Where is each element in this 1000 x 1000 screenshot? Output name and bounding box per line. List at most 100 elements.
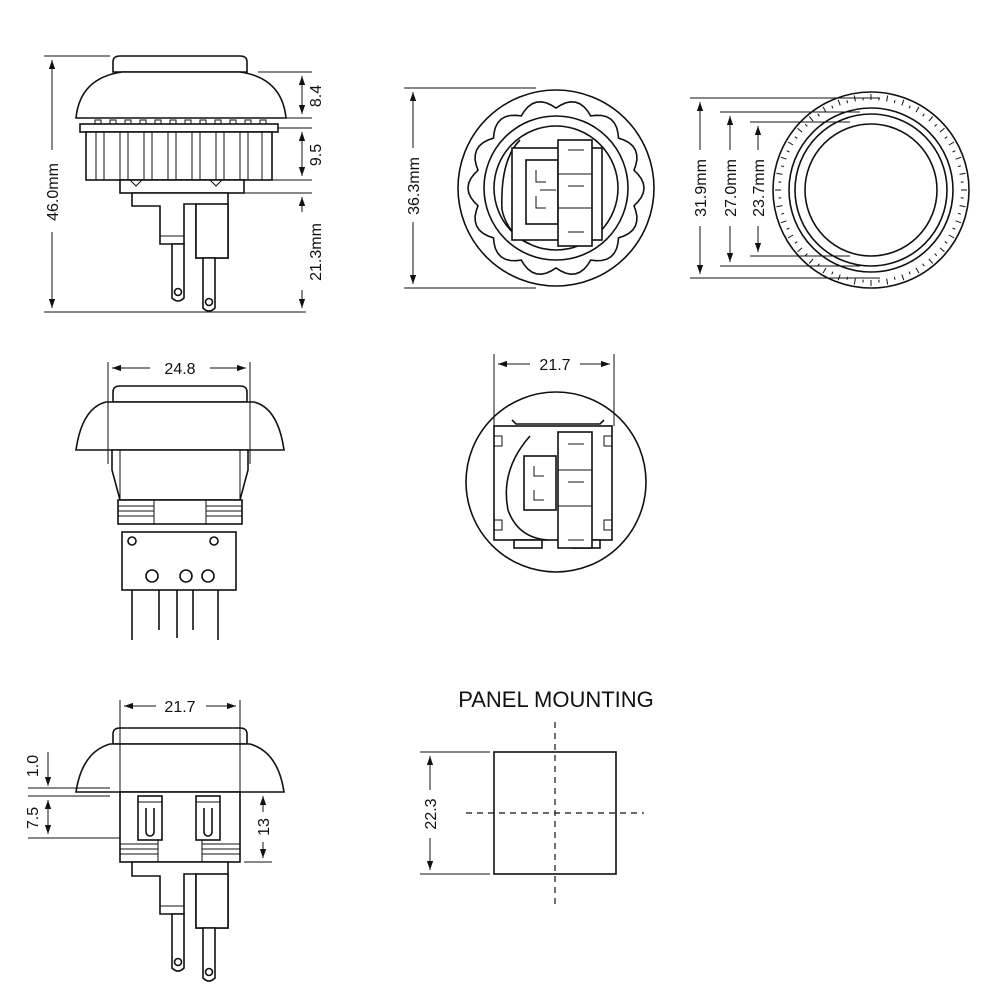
ring-tick bbox=[781, 165, 785, 168]
dim-side2-width: 21.7 bbox=[164, 699, 195, 716]
nut-ribs bbox=[95, 132, 263, 180]
housing bbox=[111, 449, 249, 501]
ring-tick bbox=[915, 106, 920, 113]
ring-tick bbox=[808, 116, 814, 122]
ring-tick bbox=[955, 220, 962, 224]
dim-ring-outer: 31.9mm bbox=[693, 159, 710, 217]
ring-tick bbox=[781, 212, 785, 215]
ring-tick bbox=[794, 241, 798, 244]
dim-offset-b: 7.5 bbox=[25, 807, 42, 829]
ring-tick bbox=[957, 165, 961, 168]
ring-tick bbox=[886, 278, 889, 285]
dim-top-height: 8.4 bbox=[308, 85, 325, 107]
ring-tick bbox=[922, 263, 925, 267]
button-cap bbox=[112, 385, 248, 403]
ring-tick bbox=[804, 253, 808, 257]
panel-mounting-view: PANEL MOUNTING 22.3 bbox=[420, 687, 654, 904]
ring-tick bbox=[952, 227, 956, 230]
bottom-view: 36.3mm bbox=[404, 87, 655, 289]
ring-tick bbox=[928, 116, 934, 122]
ring-tick bbox=[959, 205, 966, 208]
scalloped-ring bbox=[467, 100, 645, 276]
ring-tick bbox=[804, 123, 808, 127]
button-cap bbox=[112, 727, 248, 745]
outer-circle bbox=[457, 89, 655, 287]
ring-tick bbox=[837, 274, 841, 281]
ring-tick bbox=[959, 172, 966, 175]
dim-offset-a: 1.0 bbox=[25, 755, 42, 777]
ring-outer bbox=[772, 91, 970, 289]
panel-mounting-title: PANEL MOUNTING bbox=[458, 687, 654, 712]
bezel bbox=[75, 401, 285, 451]
ring-tick bbox=[808, 258, 814, 264]
ring-tick bbox=[908, 105, 911, 109]
ring-tick bbox=[853, 278, 856, 285]
back-view: 21.7 bbox=[465, 354, 647, 573]
ring-tick bbox=[944, 136, 948, 139]
ring-tick bbox=[939, 247, 945, 253]
micro-switch bbox=[121, 531, 237, 591]
dim-body-height: 13 bbox=[256, 818, 273, 836]
ribbed-nut bbox=[85, 131, 273, 181]
dim-total-height: 46.0mm bbox=[45, 163, 62, 221]
ring-tick bbox=[934, 253, 938, 257]
nut-flange bbox=[79, 123, 279, 133]
ring-tick bbox=[908, 271, 911, 275]
ring-tick bbox=[886, 95, 889, 102]
ring-tick bbox=[901, 99, 905, 106]
side-view-2: 21.7 1.0 7.5 13 bbox=[25, 699, 285, 982]
terminal-left bbox=[171, 243, 185, 302]
front-view: 24.8 bbox=[75, 361, 285, 640]
dim-panel-size: 22.3 bbox=[423, 798, 440, 829]
ring-tick bbox=[822, 106, 827, 113]
ring-tick bbox=[786, 150, 790, 153]
ring-tick bbox=[797, 127, 803, 133]
dim-back-width: 21.7 bbox=[539, 357, 570, 374]
ring-tick bbox=[955, 156, 962, 160]
ring-tick bbox=[786, 227, 790, 230]
ring-tick bbox=[787, 141, 794, 146]
ring-tick bbox=[948, 141, 955, 146]
ring-tick bbox=[776, 205, 783, 208]
ring-tick bbox=[787, 234, 794, 239]
thread-section bbox=[117, 499, 243, 525]
ring-tick bbox=[794, 136, 798, 139]
ring-tick bbox=[893, 100, 896, 104]
ring-tick bbox=[780, 156, 787, 160]
ring-tick bbox=[846, 100, 849, 104]
housing-ring bbox=[119, 179, 245, 194]
dim-front-width: 24.8 bbox=[164, 361, 195, 378]
ring-tick bbox=[817, 113, 820, 117]
dim-ring-middle: 27.0mm bbox=[723, 159, 740, 217]
ring-tick bbox=[915, 267, 920, 274]
switch-block bbox=[195, 203, 229, 259]
ring-tick bbox=[780, 220, 787, 224]
ring-middle bbox=[794, 113, 948, 267]
dim-outer-diameter: 36.3mm bbox=[406, 157, 423, 215]
ring-tick bbox=[952, 150, 956, 153]
ring-tick bbox=[944, 241, 948, 244]
side-view: 46.0mm 8.4 9.5 21.3mm bbox=[44, 55, 325, 313]
nut-teeth bbox=[94, 119, 267, 124]
bezel bbox=[75, 71, 287, 119]
switch-pins bbox=[131, 590, 219, 640]
ring-tick bbox=[928, 258, 934, 264]
ring-tick bbox=[837, 99, 841, 106]
ring-ticks bbox=[775, 94, 967, 286]
dim-ring-inner: 23.7mm bbox=[751, 159, 768, 217]
dim-terminal-height: 21.3mm bbox=[308, 223, 325, 281]
ring-tick bbox=[948, 234, 955, 239]
bezel bbox=[75, 743, 285, 793]
ring-tick bbox=[922, 113, 925, 117]
back-outer bbox=[465, 391, 647, 573]
ring-tick bbox=[893, 276, 896, 280]
ring-tick bbox=[797, 247, 803, 253]
ring-tick bbox=[776, 172, 783, 175]
dim-flange-height: 9.5 bbox=[308, 144, 325, 166]
ring-tick bbox=[822, 267, 827, 274]
ring-tick bbox=[901, 274, 905, 281]
top-ring-view: 31.9mm 27.0mm 23.7mm bbox=[690, 91, 970, 289]
ring-inner bbox=[804, 123, 938, 257]
ring-tick bbox=[831, 105, 834, 109]
